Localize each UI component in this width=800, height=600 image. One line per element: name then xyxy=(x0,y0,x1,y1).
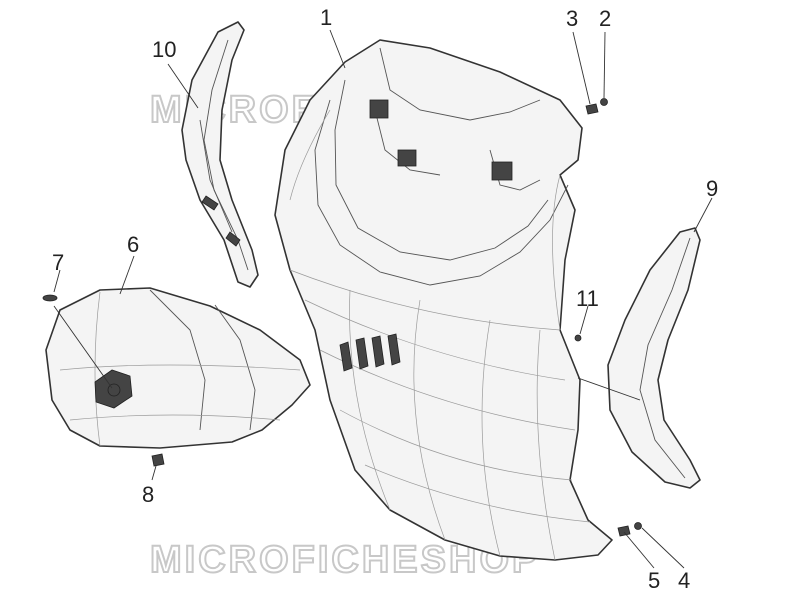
part-6-front-cover xyxy=(45,287,311,449)
fastener-4-screw xyxy=(634,522,642,530)
fastener-8-clip xyxy=(151,453,165,467)
callout-6: 6 xyxy=(127,232,139,257)
callout-2: 2 xyxy=(599,6,611,31)
callout-4: 4 xyxy=(678,568,690,593)
callout-5: 5 xyxy=(648,568,660,593)
callout-1: 1 xyxy=(320,5,332,30)
leader-lines xyxy=(53,29,713,569)
fastener-11-screw xyxy=(574,334,582,342)
part-1-front-shield xyxy=(274,39,613,561)
part-9-side-trim xyxy=(607,227,701,489)
fastener-7-screw xyxy=(42,294,58,302)
fastener-2-screw xyxy=(600,98,608,106)
callout-3: 3 xyxy=(566,6,578,31)
fastener-3-clip xyxy=(585,103,599,115)
part-10-side-trim xyxy=(181,21,259,288)
callout-10: 10 xyxy=(152,37,176,62)
callout-8: 8 xyxy=(142,482,154,507)
callout-7: 7 xyxy=(52,250,64,275)
callout-11: 11 xyxy=(576,286,599,311)
callout-9: 9 xyxy=(706,176,718,201)
fastener-5-clip xyxy=(617,525,631,537)
